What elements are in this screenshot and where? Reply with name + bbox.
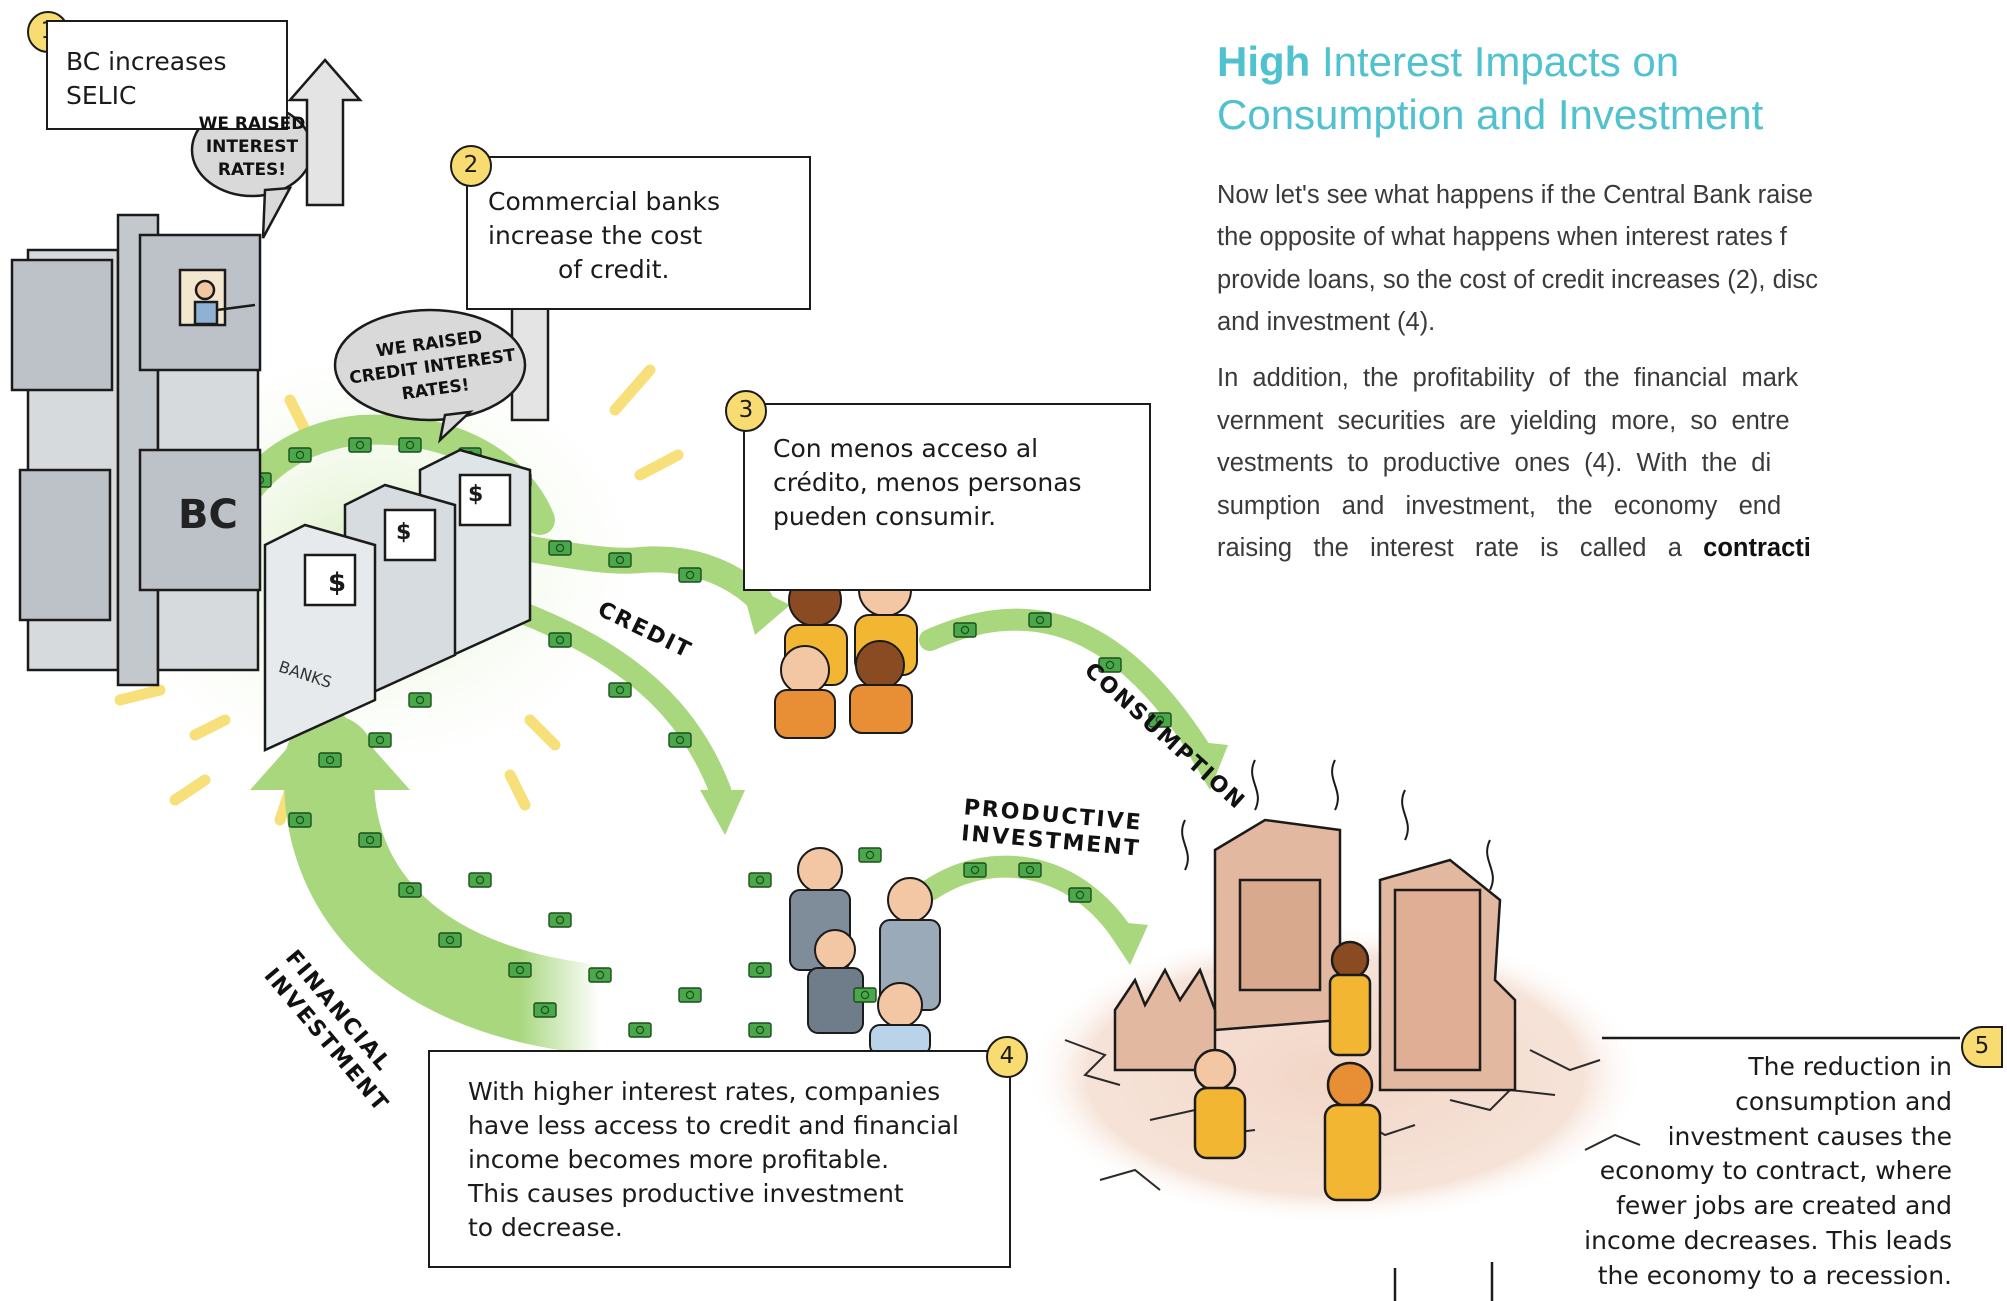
para2-line-2: vernment securities are yielding more, s… (1217, 406, 1790, 435)
step-5-badge: 5 (1961, 1026, 2003, 1068)
para2-line-1: In addition, the profitability of the fi… (1217, 364, 1799, 392)
step-3-line-2: crédito, menos personas (773, 468, 1082, 497)
step-4-line-2: have less access to credit and financial (468, 1111, 959, 1140)
step-2-line-1: Commercial banks (488, 187, 721, 216)
step-5-text: The reduction in consumption and investm… (1545, 1050, 1952, 1293)
bc-bubble-line-2: INTEREST (205, 136, 299, 157)
business-people (748, 847, 941, 1056)
building-sign: BC (178, 492, 238, 538)
para1-line-3: provide loans, so the cost of credit inc… (1217, 265, 1818, 294)
step-4-line-3: income becomes more profitable. (468, 1145, 890, 1174)
step-2-line-2: increase the cost (488, 221, 703, 250)
step-4-line-1: With higher interest rates, companies (468, 1077, 941, 1106)
step-3-box: Con menos acceso al crédito, menos perso… (743, 403, 1151, 591)
step-2-box: Commercial banks increase the cost of cr… (466, 156, 811, 310)
step-3-line-1: Con menos acceso al (773, 434, 1039, 463)
step-2-line-3: of credit. (558, 255, 670, 284)
title-strong: High (1217, 38, 1311, 85)
step-4-badge: 4 (986, 1036, 1028, 1078)
title-line-2: Consumption and Investment (1217, 90, 1764, 138)
step-4-line-5: to decrease. (468, 1213, 623, 1242)
para1-line-4: and investment (4). (1217, 307, 1436, 336)
step-1-box: BC increases SELIC (46, 20, 288, 130)
central-bank-building (10, 213, 262, 687)
para2-line-5: raising the interest rate is called a co… (1217, 527, 2007, 570)
para1-line-2: the opposite of what happens when intere… (1217, 223, 1787, 252)
atm-dollar-1: $ (328, 568, 347, 598)
article-title: High Interest Impacts on Consumption and… (1217, 36, 1977, 142)
step-5-line-2: consumption and (1735, 1086, 1952, 1116)
step-4-box: With higher interest rates, companies ha… (428, 1050, 1011, 1268)
step-5-line-3: investment causes the (1667, 1121, 1952, 1151)
article-paragraph-1: Now let's see what happens if the Centra… (1217, 174, 2007, 343)
bc-bubble-text: WE RAISED INTEREST RATES! (192, 113, 312, 182)
para2-line-5-text: raising the interest rate is called a (1217, 534, 1704, 563)
bc-bubble-line-1: WE RAISED (198, 114, 306, 134)
step-5-line-4: economy to contract, where (1599, 1156, 1952, 1186)
para2-line-3: vestments to productive ones (4). With t… (1217, 449, 1772, 478)
contraction-term: contracti (1703, 534, 1811, 563)
banks-speech-bubble (333, 308, 527, 444)
step-1-line-1: BC increases (66, 47, 227, 76)
step-5-line-6: income decreases. This leads (1584, 1225, 1952, 1255)
ruined-buildings (1113, 818, 1517, 1202)
step-4-line-4: This causes productive investment (468, 1179, 904, 1208)
atm-dollar-2: $ (396, 520, 412, 545)
step-5-line-1: The reduction in (1748, 1052, 1952, 1081)
para2-line-4: sumption and investment, the economy end (1217, 491, 1782, 520)
step-2-badge: 2 (450, 145, 492, 187)
step-3-badge: 3 (725, 390, 767, 432)
bc-bubble-line-3: RATES! (217, 159, 287, 180)
box5-connector (1393, 1036, 1960, 1301)
flow-arrowheads (250, 580, 1228, 965)
step-5-line-5: fewer jobs are created and (1616, 1191, 1952, 1220)
step-3-line-3: pueden consumir. (773, 502, 997, 531)
title-rest: Interest Impacts on (1321, 38, 1680, 85)
smoke-lines (1181, 759, 1494, 891)
bank-atms (263, 448, 532, 752)
step-5-line-7: the economy to a recession. (1597, 1260, 1952, 1290)
bc-up-arrow (287, 58, 363, 207)
step-1-line-2: SELIC (66, 81, 137, 110)
article-paragraph-2: In addition, the profitability of the fi… (1217, 357, 2007, 570)
atm-dollar-3: $ (468, 482, 484, 507)
para1-line-1: Now let's see what happens if the Centra… (1217, 181, 1813, 209)
